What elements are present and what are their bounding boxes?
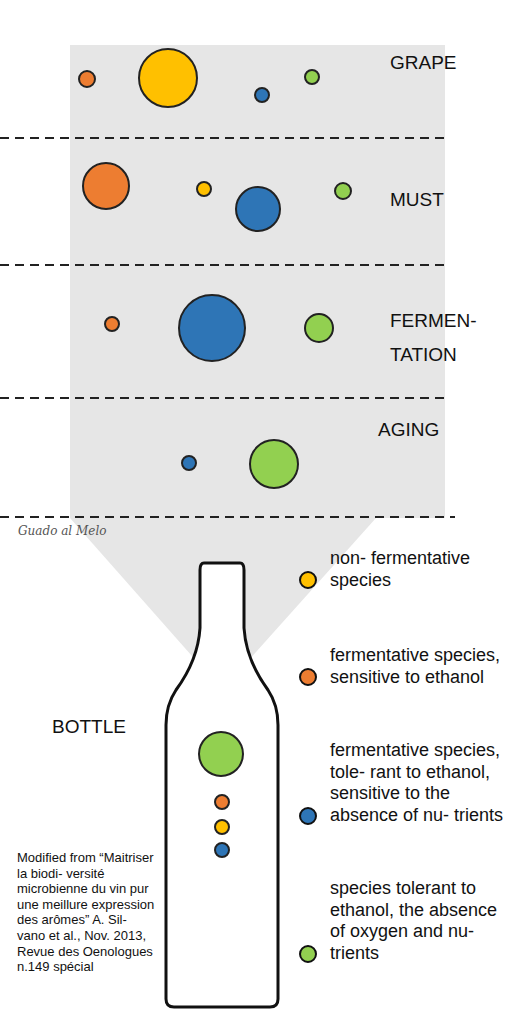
stage-panel (70, 45, 445, 518)
species-circles (79, 49, 351, 488)
legend-swatch (299, 807, 317, 825)
legend-text: species tolerant to ethanol, the absence… (330, 878, 510, 964)
source-note: Modified from “Maitriser la biodi- versi… (17, 850, 157, 975)
stage-label: MUST (390, 189, 510, 212)
stage-label: FERMEN- TATION (390, 304, 485, 372)
bottle-circles (199, 732, 243, 857)
legend-swatch (299, 571, 317, 589)
stage-label: AGING (378, 419, 508, 442)
legend-swatch (299, 945, 317, 963)
legend-text: fermentative species, sensitive to ethan… (330, 645, 510, 688)
stage-dividers (0, 138, 455, 517)
watermark: Guado al Melo (18, 524, 168, 538)
legend-swatch (299, 668, 317, 686)
bottle-label: BOTTLE (52, 716, 152, 739)
legend-text: non- fermentative species (330, 548, 510, 591)
bottle-outline (166, 563, 278, 1007)
legend-text: fermentative species, tole- rant to etha… (330, 740, 510, 826)
stage-label: GRAPE (390, 52, 510, 75)
